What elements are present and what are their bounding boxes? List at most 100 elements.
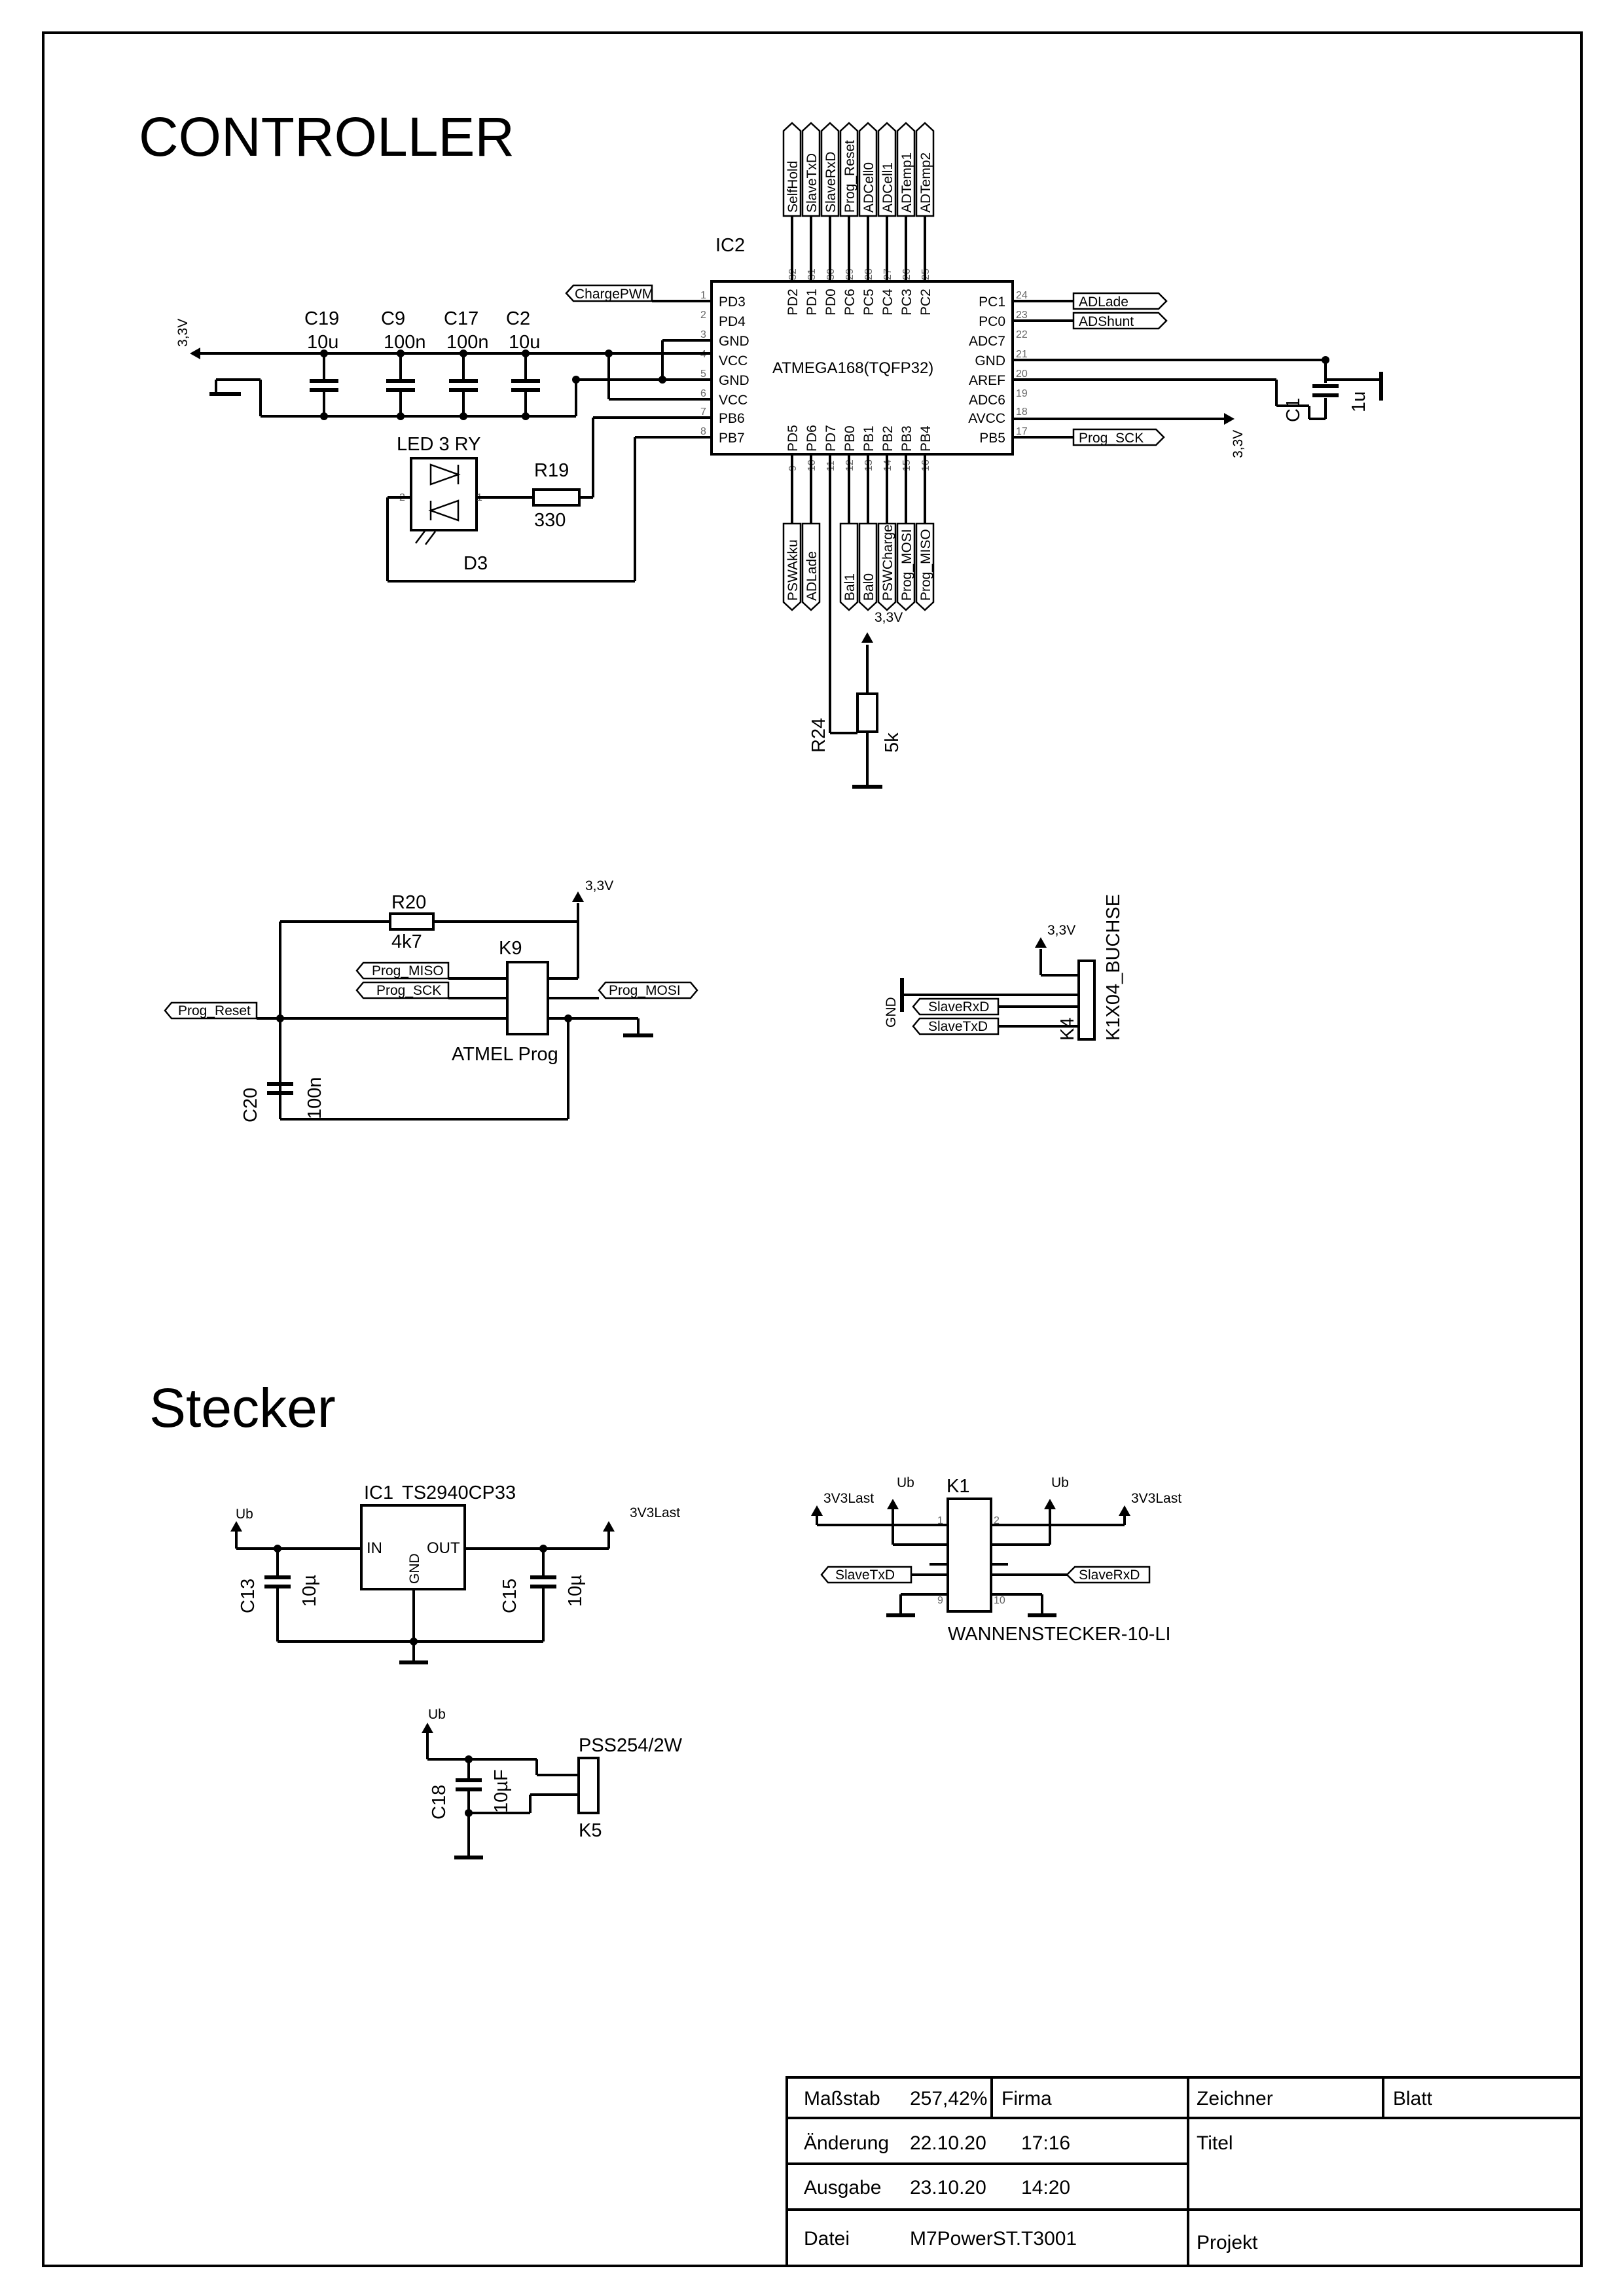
cap-ref: C17 <box>444 308 478 329</box>
left-power-rail: 3,3V <box>175 319 712 418</box>
k5-ub: Ub <box>428 1707 446 1722</box>
top-flag-label: Prog_Reset <box>842 140 857 213</box>
regulator-ic1: IC1 TS2940CP33 IN OUT GND Ub 3V3Last C13… <box>230 1482 680 1664</box>
tb-aenderung-label: Änderung <box>804 2132 889 2154</box>
mcu-pin-num: 7 <box>700 406 706 418</box>
k4-gnd: GND <box>884 997 899 1028</box>
ic1-gnd: GND <box>407 1553 422 1584</box>
tb-aenderung-time: 17:16 <box>1021 2132 1070 2154</box>
mcu-pin-num: 2 <box>700 310 706 321</box>
mcu-pin-top: PC2 <box>918 289 933 315</box>
tb-firma: Firma <box>1001 2088 1052 2109</box>
mcu-pin-num: 21 <box>1016 349 1028 360</box>
c13-value: 10µ <box>299 1575 320 1607</box>
mcu-pin-num: 5 <box>700 368 706 380</box>
tb-massstab: 257,42% <box>910 2088 987 2109</box>
k1-ub2: Ub <box>1051 1475 1069 1490</box>
mcu-pin-left: PD3 <box>719 295 746 310</box>
svg-text:9: 9 <box>937 1595 943 1606</box>
mcu-pin-num: 3 <box>700 329 706 340</box>
title-block: Maßstab 257,42% Firma Zeichner Blatt Änd… <box>785 2076 1583 2267</box>
cap-value: 10u <box>509 332 540 353</box>
mcu-pin-right: GND <box>975 353 1005 368</box>
svg-text:10: 10 <box>994 1595 1005 1606</box>
mcu-pin-bottom: PD6 <box>804 425 820 452</box>
cap-value: 10u <box>307 332 338 353</box>
tb-ausgabe-date: 23.10.20 <box>910 2177 986 2198</box>
mcu-pin-right: PC0 <box>979 314 1005 329</box>
flag-adshunt: ADShunt <box>1013 312 1168 330</box>
mcu-part: ATMEGA168(TQFP32) <box>772 359 933 377</box>
r24-supply: 3,3V <box>875 610 903 625</box>
top-flag-label: SlaveTxD <box>804 153 820 213</box>
led-part: LED 3 RY <box>397 434 480 455</box>
svg-text:ADShunt: ADShunt <box>1079 314 1134 329</box>
svg-text:Prog_MISO: Prog_MISO <box>372 963 444 978</box>
c18-ref: C18 <box>429 1785 450 1820</box>
r24-ref: R24 <box>808 718 829 753</box>
mcu-pin-num: 23 <box>1016 310 1028 321</box>
r24-value: 5k <box>882 732 903 753</box>
tb-blatt: Blatt <box>1393 2088 1433 2109</box>
mcu-pin-top: PC6 <box>842 289 857 315</box>
svg-text:SlaveRxD: SlaveRxD <box>1079 1568 1140 1583</box>
mcu-pin-num: 17 <box>1016 426 1028 437</box>
flag-chargepwm: ChargePWM <box>565 284 712 302</box>
mcu-pin-num: 6 <box>700 388 706 399</box>
k1-ub1: Ub <box>897 1475 914 1490</box>
svg-text:ChargePWM: ChargePWM <box>575 287 653 302</box>
bottom-flag-label: PSWCharge <box>880 524 895 601</box>
svg-text:SlaveTxD: SlaveTxD <box>835 1568 895 1583</box>
svg-text:SlaveTxD: SlaveTxD <box>928 1019 988 1034</box>
r19-value: 330 <box>534 510 566 531</box>
c1-ref: C1 <box>1283 398 1304 422</box>
reg-out-net: 3V3Last <box>630 1505 680 1520</box>
k1-left-net: 3V3Last <box>823 1491 874 1506</box>
cap-ref: C19 <box>304 308 339 329</box>
k9-name: ATMEL Prog <box>452 1044 558 1065</box>
k4-name: K1X04_BUCHSE <box>1103 894 1124 1041</box>
c15-value: 10µ <box>565 1575 586 1607</box>
bottom-flag-label: Prog_MOSI <box>899 529 914 601</box>
r20-ref: R20 <box>391 892 426 913</box>
mcu-pin-top: PD1 <box>804 289 820 315</box>
tb-aenderung-date: 22.10.20 <box>910 2132 986 2154</box>
led-ref: D3 <box>463 553 488 574</box>
mcu-pin-num: 18 <box>1016 406 1028 418</box>
ic1-in: IN <box>367 1539 382 1557</box>
mcu-pin-left: VCC <box>719 393 748 408</box>
mcu-ic2: IC2 ATMEGA168(TQFP32) PD31PD42GND3VCC4GN… <box>700 235 1028 471</box>
ic1-part: TS2940CP33 <box>402 1482 516 1503</box>
cap-value: 100n <box>446 332 489 353</box>
mcu-pin-right: AVCC <box>968 411 1005 426</box>
mcu-pin-top: PC5 <box>861 289 876 315</box>
mcu-pin-top: PD2 <box>785 289 801 315</box>
cap-ref: C9 <box>381 308 405 329</box>
bottom-flag-label: Bal1 <box>842 573 857 601</box>
flag-adlade-right: ADLade <box>1013 292 1168 310</box>
atmel-prog: 3,3V R20 4k7 K9 ATMEL Prog Prog_MISO Pro… <box>164 878 698 1122</box>
flag-prog-sck-right: Prog_SCK <box>1013 428 1165 446</box>
connector-k4: 3,3V GND SlaveRxD SlaveTxD K4 K1X04_BUCH… <box>884 894 1124 1041</box>
ic1-out: OUT <box>427 1539 460 1557</box>
connector-k5: PSS254/2W K5 Ub C18 10µF <box>422 1707 683 1859</box>
avcc-supply: 3,3V <box>1231 430 1246 458</box>
k5-ref: K5 <box>579 1820 602 1841</box>
mcu-right-nets: C1 1u 3,3V <box>1013 356 1383 458</box>
svg-text:SlaveRxD: SlaveRxD <box>928 999 989 1014</box>
mcu-pin-top: PC3 <box>899 289 914 315</box>
svg-text:2: 2 <box>994 1515 1000 1526</box>
bottom-flag-label: PSWAkku <box>785 539 801 601</box>
mcu-pin-left: GND <box>719 334 749 349</box>
tb-projekt: Projekt <box>1197 2232 1258 2253</box>
mcu-pin-bottom: PB4 <box>918 425 933 452</box>
mcu-pin-left: PB7 <box>719 431 745 446</box>
c20-ref: C20 <box>240 1088 261 1122</box>
mcu-pin-num: 20 <box>1016 368 1028 380</box>
tb-zeichner: Zeichner <box>1197 2088 1273 2109</box>
tb-datei-label: Datei <box>804 2228 850 2250</box>
cap-value: 100n <box>384 332 426 353</box>
reg-ub: Ub <box>236 1507 253 1522</box>
k1-name: WANNENSTECKER-10-LI <box>948 1624 1171 1645</box>
